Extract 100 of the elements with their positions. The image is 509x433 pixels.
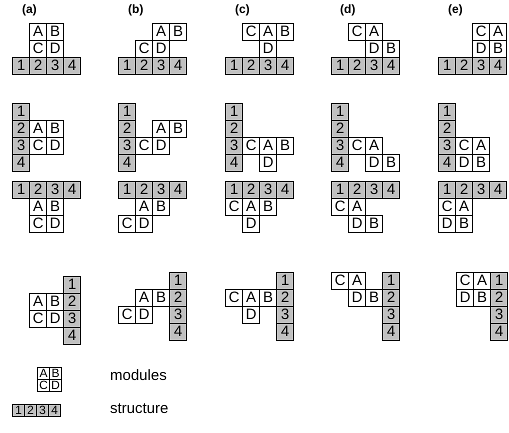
structure-square: 4 [169, 181, 187, 199]
structure-square: 1 [12, 181, 30, 199]
module-square: D [348, 289, 366, 307]
structure-square: 1 [118, 103, 136, 121]
module-square: D [259, 40, 277, 58]
module-square: B [365, 215, 383, 233]
structure-square: 4 [490, 323, 508, 341]
structure-square: 1 [118, 181, 136, 199]
module-square: A [472, 137, 490, 155]
legend-label: structure [110, 400, 168, 417]
structure-square: 2 [135, 57, 153, 75]
structure-square: 1 [490, 272, 508, 290]
structure-square: 4 [225, 154, 243, 172]
structure-square: 4 [438, 154, 456, 172]
structure-square: 1 [63, 276, 81, 294]
module-square: C [348, 137, 366, 155]
module-square: B [472, 154, 490, 172]
module-square: B [455, 215, 473, 233]
structure-square: 3 [152, 57, 170, 75]
module-square: A [489, 23, 507, 41]
structure-square: 2 [24, 404, 37, 417]
structure-square: 1 [169, 272, 187, 290]
structure-square: 4 [331, 154, 349, 172]
structure-square: 1 [438, 57, 456, 75]
module-square: B [382, 154, 400, 172]
structure-square: 4 [382, 323, 400, 341]
module-square: C [118, 306, 136, 324]
module-square: B [152, 289, 170, 307]
structure-square: 3 [259, 57, 277, 75]
structure-square: 2 [348, 57, 366, 75]
structure-square: 4 [276, 57, 294, 75]
structure-square: 1 [12, 103, 30, 121]
structure-square: 2 [490, 289, 508, 307]
module-square: C [242, 23, 260, 41]
structure-square: 3 [365, 57, 383, 75]
structure-square: 4 [382, 57, 400, 75]
structure-square: 1 [12, 404, 25, 417]
module-square: C [29, 215, 47, 233]
module-square: B [46, 23, 64, 41]
module-square: A [365, 23, 383, 41]
module-square: D [242, 306, 260, 324]
structure-square: 4 [63, 181, 81, 199]
panel-label: (a) [22, 2, 37, 16]
structure-square: 3 [169, 306, 187, 324]
module-square: B [259, 289, 277, 307]
structure-square: 4 [63, 57, 81, 75]
module-square: C [331, 198, 349, 216]
module-square: A [348, 272, 366, 290]
module-square: B [382, 40, 400, 58]
structure-square: 2 [63, 293, 81, 311]
structure-square: 2 [455, 57, 473, 75]
structure-square: 3 [490, 306, 508, 324]
module-square: D [348, 215, 366, 233]
structure-square: 2 [331, 120, 349, 138]
module-square: C [29, 137, 47, 155]
module-square: B [46, 120, 64, 138]
module-square: D [259, 154, 277, 172]
structure-square: 4 [169, 323, 187, 341]
module-square: B [49, 367, 62, 380]
panel-label: (b) [128, 2, 144, 16]
module-square: B [473, 289, 491, 307]
structure-square: 4 [118, 154, 136, 172]
structure-square: 4 [489, 57, 507, 75]
module-square: B [365, 289, 383, 307]
module-square: C [348, 23, 366, 41]
module-square: D [242, 215, 260, 233]
module-square: D [365, 154, 383, 172]
structure-square: 1 [225, 57, 243, 75]
module-square: D [46, 137, 64, 155]
module-square: D [135, 215, 153, 233]
structure-square: 3 [46, 57, 64, 75]
structure-square: 2 [118, 120, 136, 138]
structure-square: 2 [242, 57, 260, 75]
module-square: D [455, 154, 473, 172]
structure-square: 1 [331, 103, 349, 121]
structure-square: 2 [29, 57, 47, 75]
structure-square: 3 [276, 306, 294, 324]
structure-square: 4 [169, 57, 187, 75]
module-square: C [29, 310, 47, 328]
structure-square: 4 [63, 327, 81, 345]
module-square: C [225, 289, 243, 307]
module-square: C [225, 198, 243, 216]
structure-square: 3 [472, 181, 490, 199]
structure-square: 1 [12, 57, 30, 75]
panel-label: (c) [235, 2, 250, 16]
structure-square: 1 [382, 272, 400, 290]
structure-square: 4 [382, 181, 400, 199]
module-square: C [37, 379, 50, 392]
structure-square: 2 [169, 289, 187, 307]
module-square: C [135, 137, 153, 155]
structure-square: 3 [36, 404, 49, 417]
structure-square: 4 [489, 181, 507, 199]
structure-square: 4 [276, 323, 294, 341]
structure-square: 1 [225, 103, 243, 121]
module-square: D [438, 215, 456, 233]
module-square: B [169, 120, 187, 138]
structure-square: 4 [12, 154, 30, 172]
structure-square: 2 [382, 289, 400, 307]
structure-square: 3 [365, 181, 383, 199]
module-square: A [365, 137, 383, 155]
